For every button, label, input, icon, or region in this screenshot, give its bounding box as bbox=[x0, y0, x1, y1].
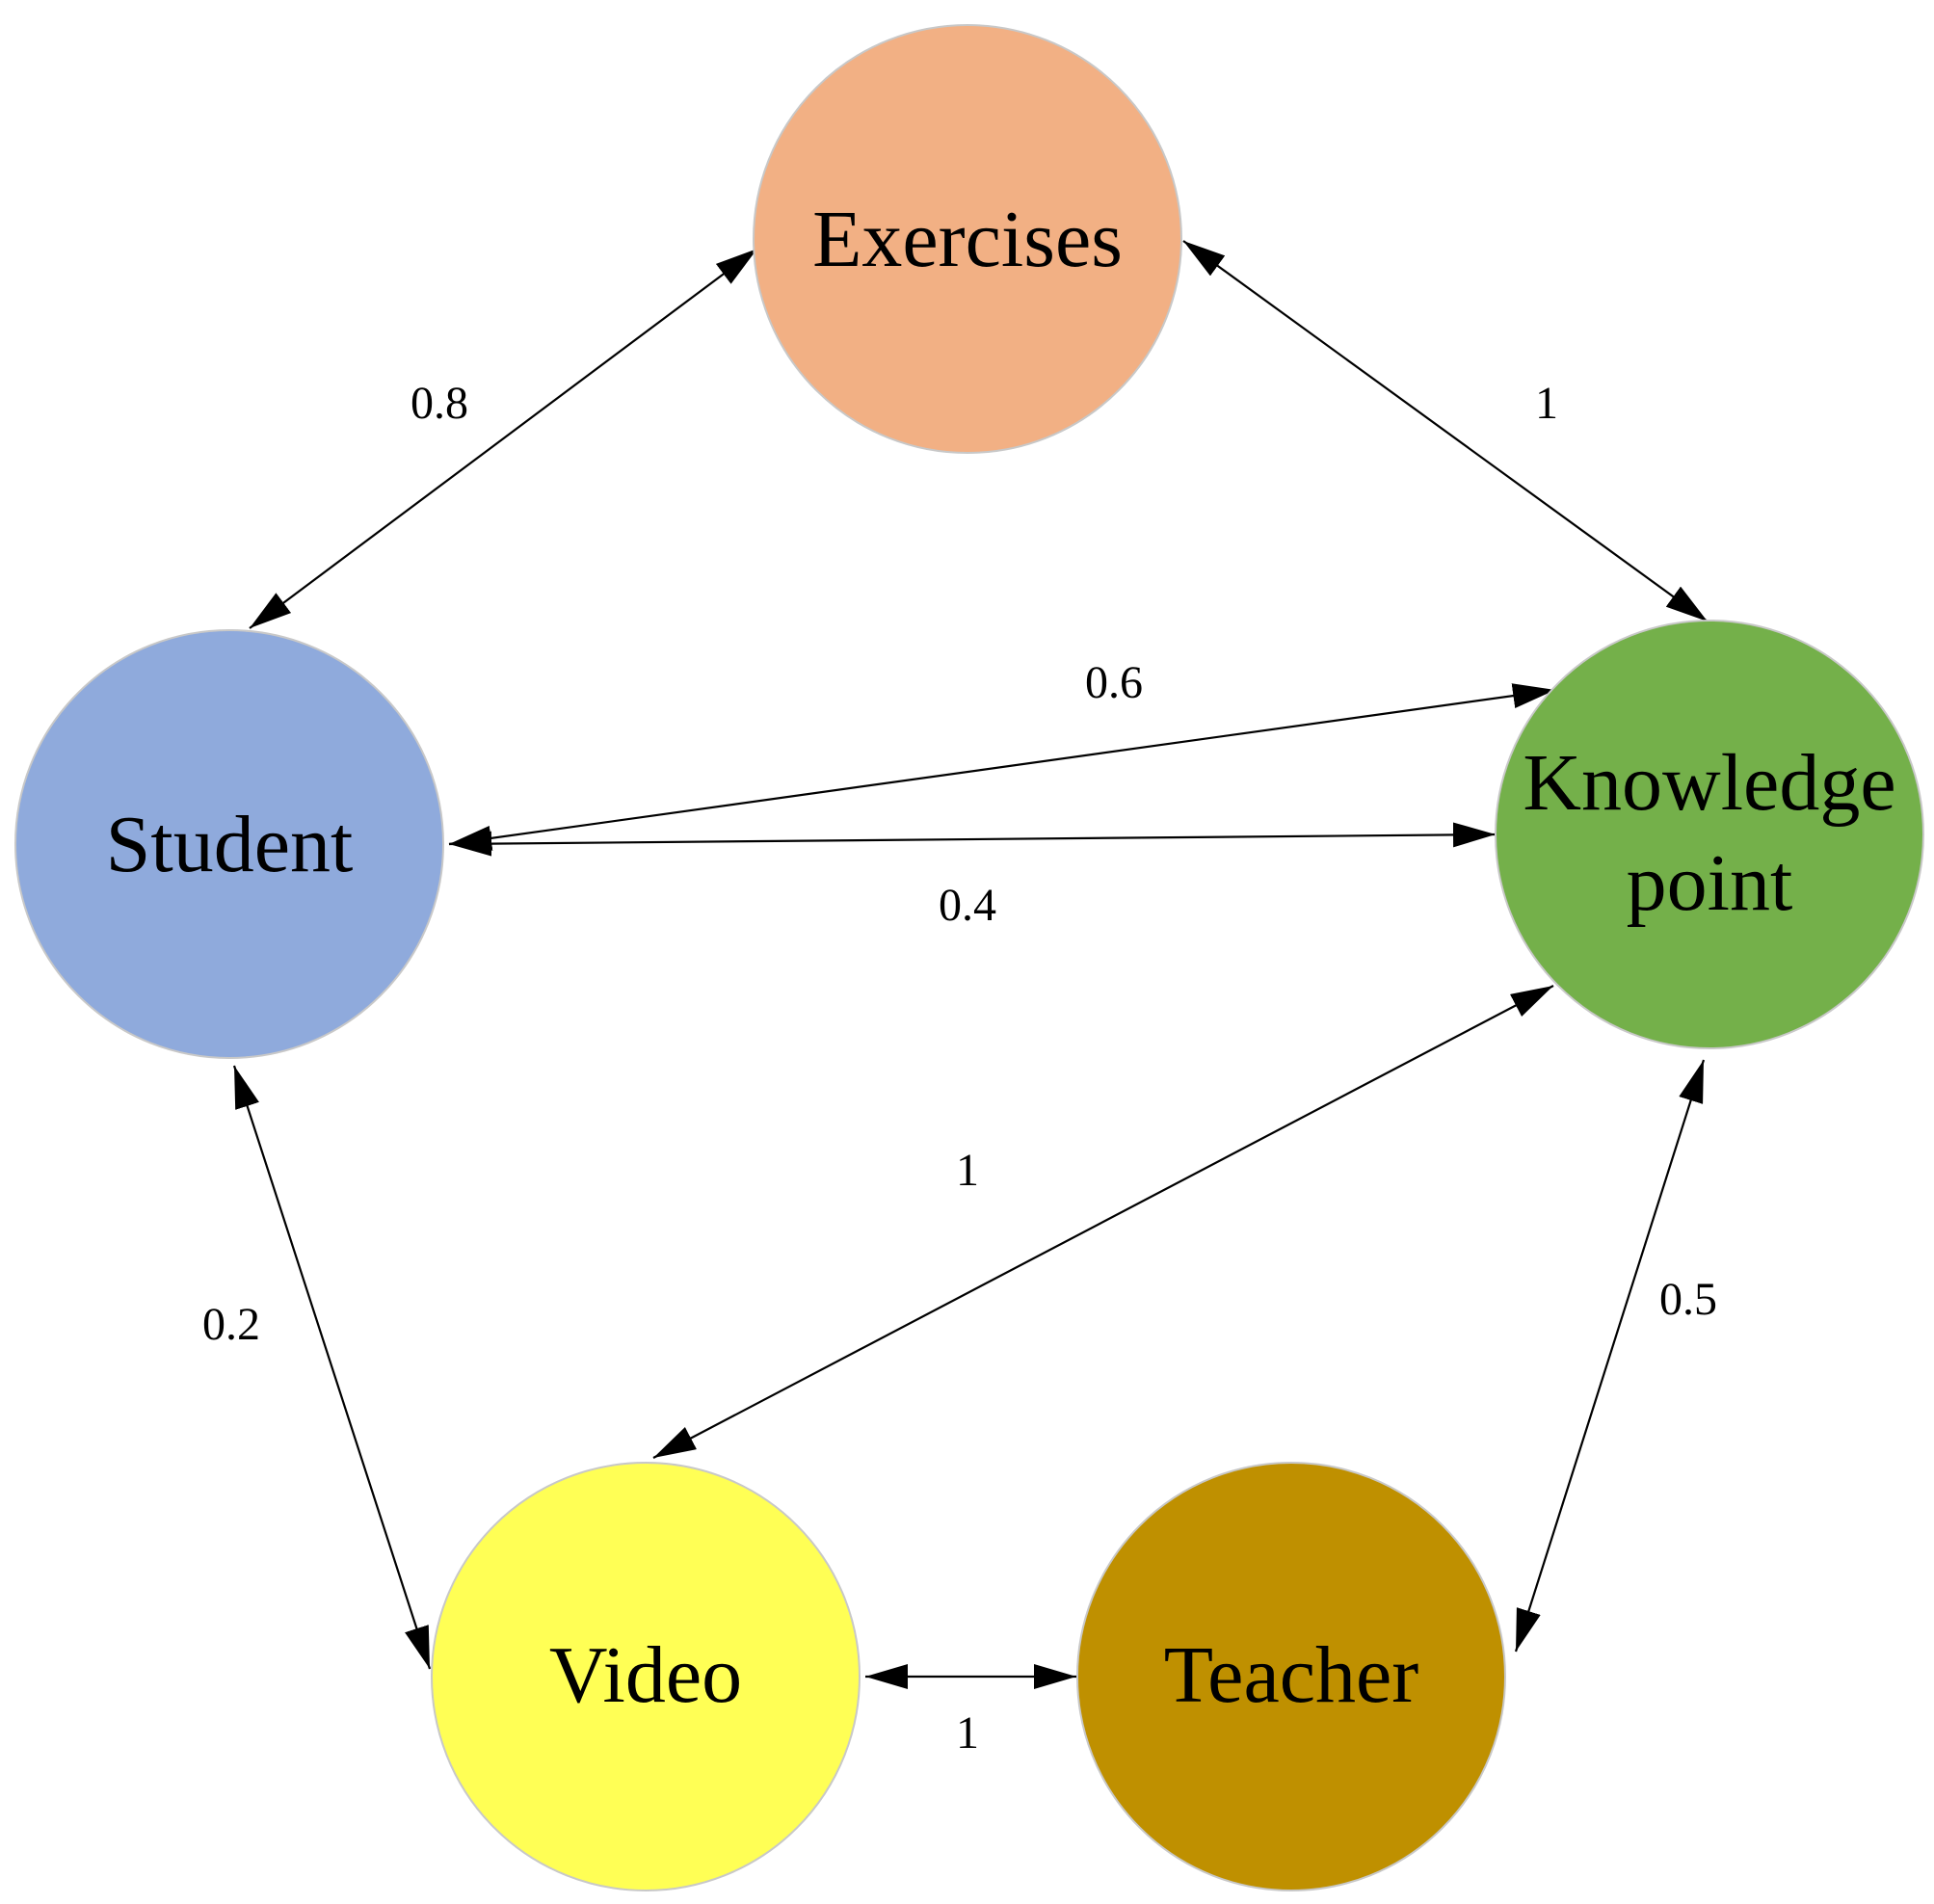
edge-label-teacher-knowledge: 0.5 bbox=[1659, 1274, 1717, 1325]
node-exercises[interactable]: Exercises bbox=[753, 24, 1182, 454]
node-exercises-label: Exercises bbox=[812, 195, 1123, 284]
node-knowledge-point-label-line1: Knowledge bbox=[1523, 738, 1895, 828]
edge-student-video bbox=[232, 1065, 432, 1670]
edge-label-video-knowledge: 1 bbox=[956, 1145, 979, 1196]
nodes-layer: Exercises Student Knowledge point Video … bbox=[14, 24, 1924, 1891]
node-knowledge-point[interactable]: Knowledge point bbox=[1495, 620, 1924, 1049]
node-video[interactable]: Video bbox=[431, 1462, 861, 1891]
edge-label-student-knowledge-lower: 0.4 bbox=[939, 880, 996, 931]
node-exercises-circle bbox=[753, 24, 1182, 454]
node-knowledge-point-circle bbox=[1495, 620, 1924, 1049]
edge-label-student-knowledge-upper: 0.6 bbox=[1085, 657, 1143, 708]
node-knowledge-point-label-line2: point bbox=[1627, 838, 1793, 928]
edge-label-video-teacher: 1 bbox=[956, 1707, 979, 1759]
node-teacher[interactable]: Teacher bbox=[1076, 1462, 1506, 1891]
edge-label-exercises-student: 0.8 bbox=[411, 378, 468, 429]
edge-teacher-knowledge bbox=[1514, 1059, 1706, 1653]
node-student[interactable]: Student bbox=[14, 629, 444, 1059]
node-student-label: Student bbox=[106, 800, 354, 889]
node-video-circle bbox=[431, 1462, 861, 1891]
node-teacher-label: Teacher bbox=[1164, 1630, 1419, 1720]
edge-label-student-video: 0.2 bbox=[202, 1299, 260, 1350]
edges-layer: 0.8 1 0.6 0.4 1 0.2 0.5 1 bbox=[202, 240, 1717, 1759]
edge-exercises-student bbox=[249, 248, 758, 629]
node-video-label: Video bbox=[549, 1630, 742, 1720]
node-student-circle bbox=[14, 629, 444, 1059]
edge-label-exercises-knowledge: 1 bbox=[1535, 378, 1558, 429]
edge-video-knowledge bbox=[652, 985, 1554, 1459]
edge-exercises-knowledge bbox=[1182, 240, 1709, 622]
edge-student-knowledge-lower bbox=[448, 822, 1497, 857]
node-teacher-circle bbox=[1076, 1462, 1506, 1891]
edge-student-knowledge-upper bbox=[448, 683, 1556, 851]
